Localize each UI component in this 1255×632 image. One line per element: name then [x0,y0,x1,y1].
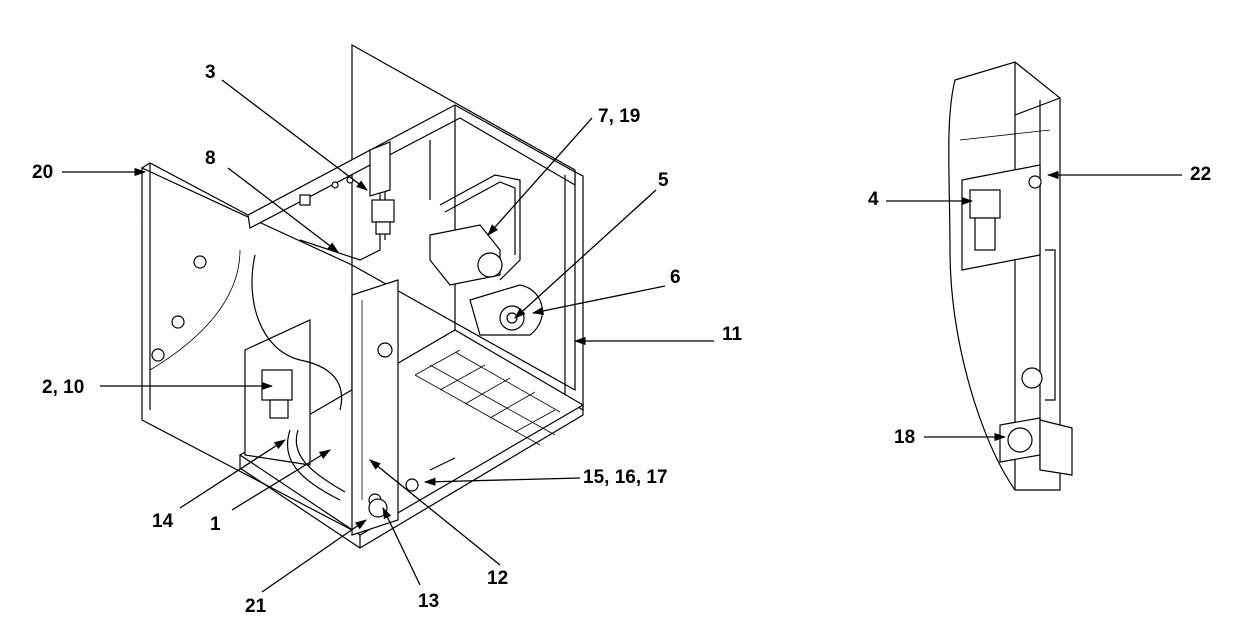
callout-4: 4 [868,189,879,210]
leader-13 [382,506,421,586]
leader-12 [369,459,501,566]
callout-11: 11 [722,324,743,345]
leader-lines [62,79,1182,593]
callout-5: 5 [658,170,669,191]
callout-7-19: 7, 19 [598,106,640,127]
callout-22: 22 [1190,164,1211,185]
callout-labels: 20 3 8 7, 19 5 6 11 2, 10 14 1 15, 16, 1… [32,62,1211,617]
callout-21: 21 [245,596,267,617]
main-cabinet-assembly [141,43,585,550]
callout-18: 18 [894,427,915,448]
leader-1 [231,449,331,511]
callout-3: 3 [205,62,216,83]
callout-2-10: 2, 10 [42,377,84,398]
leader-8 [227,167,339,253]
callout-13: 13 [418,591,439,612]
detail-side-panel-assembly [948,61,1073,491]
leader-15-16-17 [423,477,581,486]
callout-20: 20 [32,162,53,183]
callout-1: 1 [210,514,221,535]
leader-14 [179,439,286,509]
leader-3 [221,79,368,191]
leader-7-19 [487,117,593,236]
callout-8: 8 [205,148,216,169]
callout-15-16-17: 15, 16, 17 [583,467,668,488]
callout-14: 14 [152,511,174,532]
callout-12: 12 [487,568,508,589]
leader-21 [261,519,367,593]
callout-6: 6 [670,267,681,288]
leader-6 [531,285,666,315]
leader-5 [514,189,657,319]
